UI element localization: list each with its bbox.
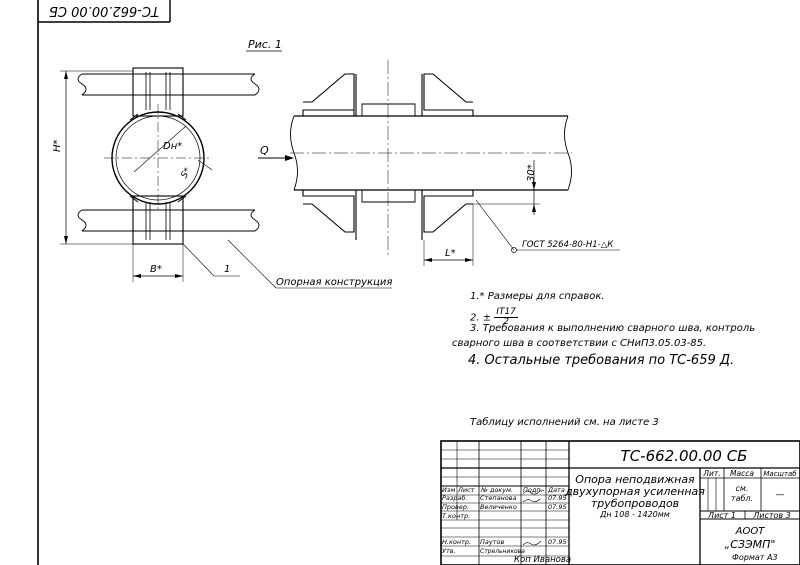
- note-3-line-2: сварного шва в соответствии с СНиП3.05.0…: [452, 338, 707, 349]
- title-line-3: трубопроводов: [591, 497, 679, 510]
- note-4: 4. Остальные требования по ТС-659 Д.: [468, 353, 735, 368]
- hdr-date: Дата: [547, 486, 565, 494]
- date-razrab: 07.95: [548, 494, 567, 502]
- weld-symbol: ГОСТ 5264-80-Н1-△К: [522, 240, 614, 250]
- dim-30: 30*: [526, 164, 537, 182]
- title-line-4: Дн 108 - 1420мм: [599, 510, 670, 519]
- note-2-numerator: IT17: [494, 307, 518, 318]
- name-prover: Величенко: [480, 503, 517, 511]
- dim-b: В*: [150, 264, 162, 275]
- side-view: Q 30* L*: [258, 60, 620, 266]
- sheets-label: Листов 3: [752, 511, 791, 520]
- col-lit: Лит.: [702, 469, 720, 478]
- sheet-label: Лист 1: [707, 511, 736, 520]
- dim-h: Н*: [52, 139, 63, 152]
- support-label: Опорная конструкция: [276, 277, 392, 288]
- org-line-2: „СЗЭМП": [725, 538, 776, 551]
- mass-value-1: см.: [736, 484, 749, 493]
- title-line-2: двухупорная усиленная: [564, 485, 705, 498]
- row-tkontr: Т.контр.: [442, 512, 470, 520]
- hdr-docnum: № докум.: [480, 486, 513, 494]
- hdr-sign: Подп.: [523, 486, 543, 494]
- title-block: [440, 440, 800, 565]
- col-scale: Масштаб: [763, 470, 797, 478]
- note-2-fraction: IT17 2: [494, 308, 518, 327]
- org-line-1: АООТ: [735, 526, 766, 537]
- note-2: 2. ± IT17 2: [470, 308, 518, 327]
- hdr-list: Лист: [457, 486, 475, 494]
- format-label: Формат А3: [732, 553, 778, 562]
- dim-l: L*: [445, 248, 456, 259]
- row-prover: Провер.: [442, 503, 469, 511]
- hdr-izm: Изм: [442, 486, 455, 494]
- dim-s: S*: [180, 166, 194, 180]
- note-2-prefix: 2. ±: [470, 312, 492, 324]
- copied-by: Коп Иванова: [514, 555, 571, 565]
- sheet-reference: Таблицу исполнений см. на листе 3: [470, 417, 659, 428]
- row-razrab: Разраб.: [442, 494, 468, 502]
- corner-code: ТС-662.00.00 СБ: [49, 3, 159, 18]
- row-nkontr: Н.контр.: [442, 538, 471, 546]
- name-nkontr: Паутов: [480, 538, 504, 546]
- figure-label: Рис. 1: [248, 38, 282, 51]
- leader-1: 1: [224, 264, 230, 275]
- date-nkontr: 07.95: [548, 538, 567, 546]
- name-utv: Стрельникова: [480, 548, 525, 555]
- mass-value-2: табл.: [731, 494, 753, 503]
- doc-number: ТС-662.00.00 СБ: [621, 447, 748, 465]
- col-mass: Масса: [730, 469, 754, 478]
- name-razrab: Степанова: [480, 494, 517, 502]
- dim-dn: Dн*: [163, 141, 182, 152]
- date-prover: 07.95: [548, 503, 567, 511]
- note-2-denominator: 2: [503, 317, 509, 327]
- title-line-1: Опора неподвижная: [575, 473, 695, 486]
- note-3-line-1: 3. Требования к выполнению сварного шва,…: [470, 323, 756, 334]
- cross-section-view: Dн* S* Н* В* 1: [52, 67, 392, 289]
- note-1: 1.* Размеры для справок.: [470, 291, 605, 302]
- load-q: Q: [260, 144, 269, 157]
- row-utv: Утв.: [442, 547, 456, 555]
- scale-value: —: [776, 490, 785, 500]
